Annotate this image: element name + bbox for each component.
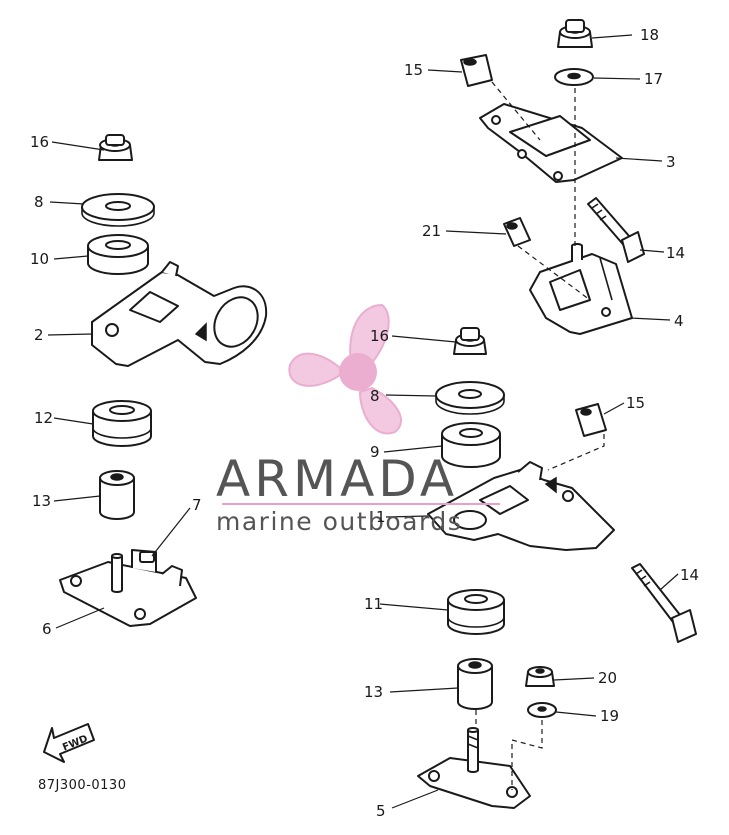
callout-6: 6 [42, 620, 52, 638]
callout-15-center: 15 [626, 394, 645, 412]
callout-15-top: 15 [404, 61, 423, 79]
diagram-code: 87J300-0130 [38, 778, 126, 793]
callout-8-left: 8 [34, 193, 44, 211]
part-5-lower-plate[interactable] [417, 727, 531, 809]
part-8-washer-center[interactable] [435, 381, 505, 415]
part-18-nut[interactable] [557, 19, 593, 48]
part-13-collar-center[interactable] [457, 658, 493, 710]
part-6-mount-plate[interactable] [59, 549, 197, 627]
part-17-washer[interactable] [554, 68, 594, 86]
part-19-washer[interactable] [527, 702, 557, 718]
part-20-nut[interactable] [525, 666, 555, 687]
callouts: 16 8 10 2 12 13 7 6 15 18 17 3 21 14 4 1… [30, 26, 699, 820]
callout-2: 2 [34, 326, 44, 344]
part-10-bushing-left[interactable] [87, 234, 149, 275]
callout-7: 7 [192, 496, 202, 514]
part-13-collar-left[interactable] [99, 470, 135, 520]
part-7-tab[interactable] [139, 551, 155, 563]
part-15-nut-center[interactable] [575, 403, 607, 437]
callout-11: 11 [364, 595, 383, 613]
part-4-engine-mount[interactable] [529, 243, 633, 335]
callout-16-left: 16 [30, 133, 49, 151]
part-12-grommet[interactable] [92, 400, 152, 447]
part-2-bracket[interactable] [91, 261, 268, 367]
fwd-arrow-icon [43, 723, 95, 763]
callout-1: 1 [376, 508, 386, 526]
callout-8-center: 8 [370, 387, 380, 405]
callout-13-center: 13 [364, 683, 383, 701]
callout-4: 4 [674, 312, 684, 330]
callout-16-center: 16 [370, 327, 389, 345]
callout-18: 18 [640, 26, 659, 44]
callout-3: 3 [666, 153, 676, 171]
part-21-nut[interactable] [503, 217, 531, 247]
part-9-bushing[interactable] [441, 422, 501, 468]
part-14-bolt-upper[interactable] [587, 197, 645, 263]
callout-9: 9 [370, 443, 380, 461]
watermark-tagline: marine outboards [216, 507, 462, 536]
callout-17: 17 [644, 70, 663, 88]
assembly-lines [475, 81, 605, 790]
part-1-bracket[interactable] [427, 461, 615, 551]
watermark-brand: ARMADA [216, 450, 458, 508]
callout-10: 10 [30, 250, 49, 268]
callout-13-left: 13 [32, 492, 51, 510]
part-8-washer-left[interactable] [81, 193, 155, 227]
callout-5: 5 [376, 802, 386, 820]
armada-logo-icon [288, 303, 402, 435]
part-3-upper-bracket[interactable] [479, 103, 623, 183]
callout-21: 21 [422, 222, 441, 240]
part-16-nut-left[interactable] [98, 134, 133, 161]
leader-lines [47, 34, 679, 809]
part-11-grommet[interactable] [447, 589, 505, 635]
callout-20: 20 [598, 669, 617, 687]
callout-14-top: 14 [666, 244, 685, 262]
part-15-nut-top[interactable] [460, 54, 493, 87]
callout-14-bottom: 14 [680, 566, 699, 584]
part-16-nut-center[interactable] [453, 327, 487, 355]
part-14-bolt-lower[interactable] [631, 563, 697, 643]
callout-19: 19 [600, 707, 619, 725]
callout-12: 12 [34, 409, 53, 427]
